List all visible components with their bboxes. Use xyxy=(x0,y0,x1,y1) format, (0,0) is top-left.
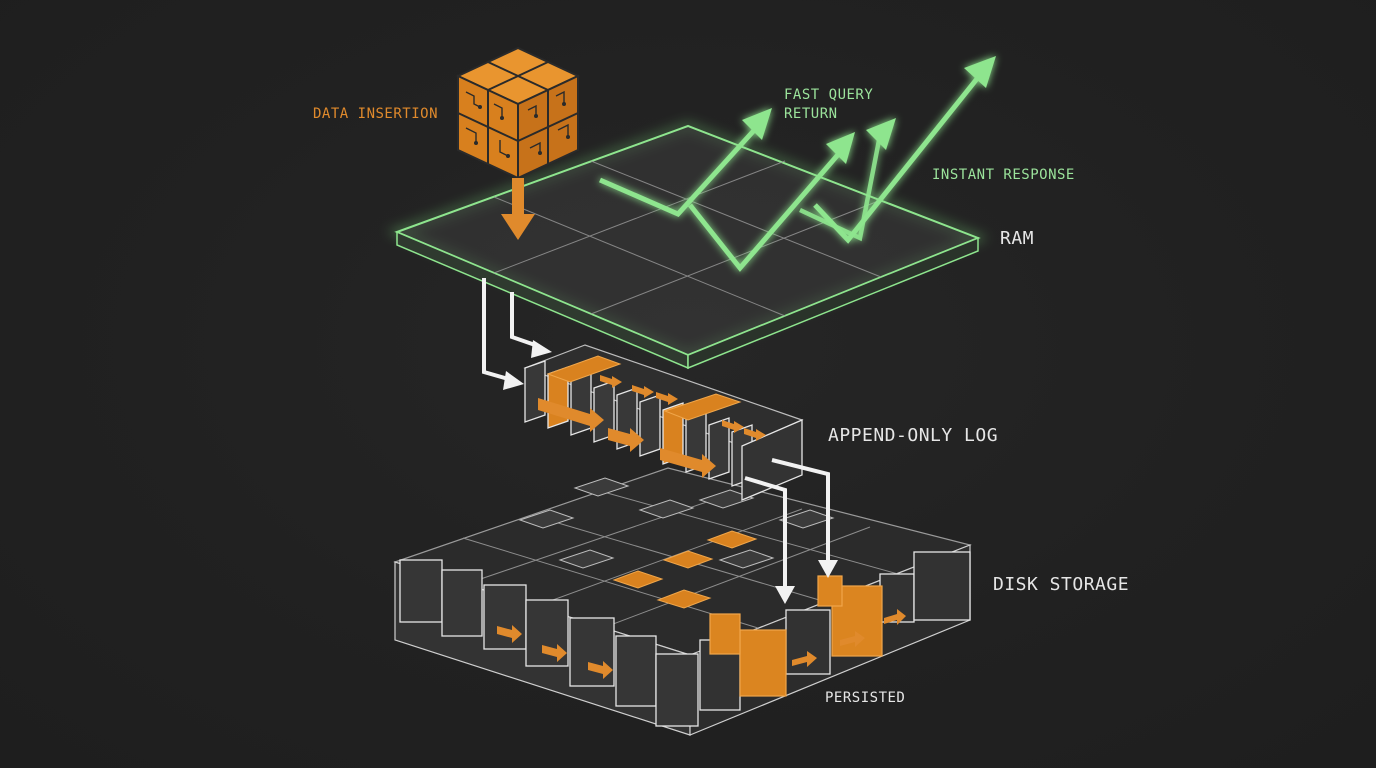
ram-label: RAM xyxy=(1000,228,1035,249)
ram-plate xyxy=(386,121,989,370)
append-only-log-block xyxy=(523,344,804,501)
down-arrow-icon xyxy=(501,178,535,240)
data-insertion-label: DATA INSERTION xyxy=(313,106,439,122)
orange-circuit-cube-icon xyxy=(455,46,581,180)
fast-query-return-label: FAST QUERY RETURN xyxy=(784,86,873,124)
elbow-arrow-icon xyxy=(482,278,539,382)
elbow-arrow-icon xyxy=(744,458,830,588)
fast-query-line-1: FAST QUERY xyxy=(784,87,874,103)
instant-response-label: INSTANT RESPONSE xyxy=(932,167,1075,183)
persisted-label: PERSISTED xyxy=(825,690,906,706)
append-only-log-label: APPEND-ONLY LOG xyxy=(828,425,999,446)
disk-storage-label: DISK STORAGE xyxy=(993,574,1130,595)
fast-query-line-2: RETURN xyxy=(784,106,838,122)
query-return-arrows xyxy=(599,56,996,272)
